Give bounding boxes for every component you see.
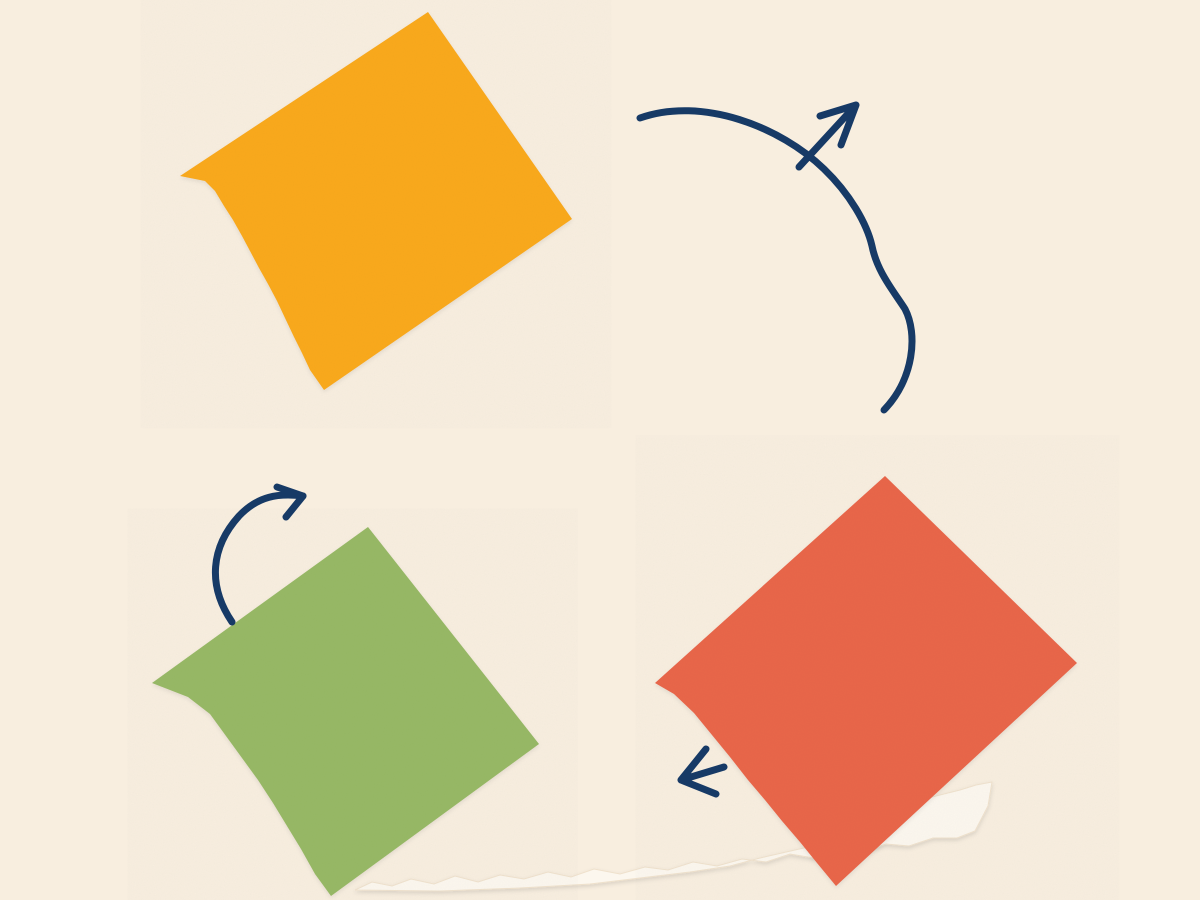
green-card: [152, 527, 539, 896]
top-right-arrow-shaft: [636, 107, 916, 414]
bottom-left-arrow-shaft: [211, 491, 307, 626]
green-paper-square: [152, 527, 539, 896]
bottom-left-curved-arrow: [211, 483, 307, 626]
top-right-arrow-head: [795, 101, 860, 171]
bottom-center-arrow-shape: [677, 745, 728, 798]
red-paper-square: [655, 476, 1077, 886]
bottom-center-arrow: [677, 745, 728, 798]
bottom-left-arrow-head: [273, 483, 307, 521]
top-right-curved-arrow: [636, 101, 916, 414]
orange-card: [180, 12, 572, 390]
red-card: [655, 476, 1077, 886]
orange-paper-square: [180, 12, 572, 390]
